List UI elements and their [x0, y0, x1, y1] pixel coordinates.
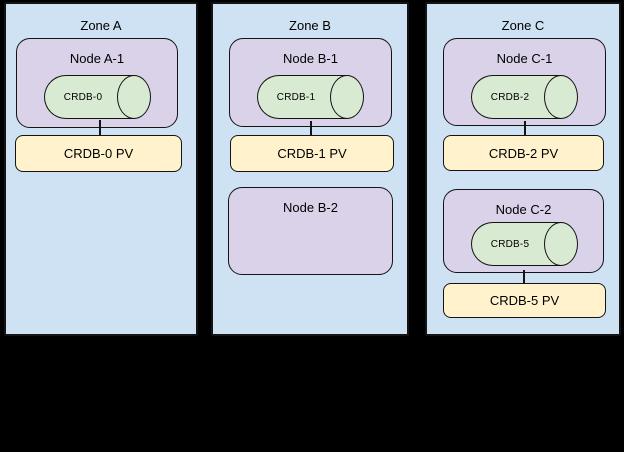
crdb-5-database-cylinder: CRDB-5 — [471, 221, 578, 266]
crdb-2-pv-label: CRDB-2 PV — [488, 145, 559, 161]
node-c-1-title: Node C-1 — [496, 51, 553, 66]
node-b-2: Node B-2 — [228, 187, 393, 275]
crdb-0-pv: CRDB-0 PV — [15, 135, 182, 172]
zone-a-title: Zone A — [80, 18, 122, 33]
crdb-5-label: CRDB-5 — [490, 238, 530, 250]
cylinder-cap-icon — [543, 221, 578, 266]
node-a-1-title: Node A-1 — [69, 51, 125, 66]
node-b-1: Node B-1 CRDB-1 — [229, 38, 392, 127]
cylinder-cap-icon — [116, 74, 151, 119]
node-c-2-title: Node C-2 — [495, 202, 552, 217]
crdb-0-pv-label: CRDB-0 PV — [63, 146, 134, 161]
crdb-2-pv: CRDB-2 PV — [443, 135, 604, 171]
node-c-2: Node C-2 CRDB-5 — [443, 189, 604, 273]
crdb-2-label: CRDB-2 — [490, 91, 530, 103]
cylinder-cap-icon — [329, 74, 364, 119]
node-c-1: Node C-1 CRDB-2 — [443, 38, 606, 126]
crdb-0-label: CRDB-0 — [63, 91, 103, 103]
node-b-2-title: Node B-2 — [283, 200, 338, 215]
crdb-1-label: CRDB-1 — [276, 91, 316, 103]
connector-node-c-1-to-pv — [524, 121, 526, 136]
crdb-2-database-cylinder: CRDB-2 — [471, 74, 578, 119]
cylinder-cap-icon — [543, 74, 578, 119]
connector-node-a-1-to-pv — [99, 120, 101, 136]
zone-a: Zone A Node A-1 CRDB-0 CRDB-0 PV — [4, 2, 198, 336]
connector-node-b-1-to-pv — [310, 121, 312, 136]
crdb-0-database-cylinder: CRDB-0 — [44, 74, 151, 119]
zone-b: Zone B Node B-1 CRDB-1 CRDB-1 PV Node B-… — [211, 2, 409, 336]
connector-node-c-2-to-pv — [523, 270, 525, 284]
crdb-5-pv: CRDB-5 PV — [443, 283, 606, 318]
zone-c-title: Zone C — [501, 18, 545, 33]
zone-b-title: Zone B — [289, 18, 331, 33]
node-a-1: Node A-1 CRDB-0 — [16, 38, 178, 128]
crdb-1-pv: CRDB-1 PV — [230, 135, 394, 172]
crdb-1-database-cylinder: CRDB-1 — [257, 74, 364, 119]
crdb-5-pv-label: CRDB-5 PV — [489, 293, 560, 308]
node-b-1-title: Node B-1 — [283, 51, 338, 66]
crdb-1-pv-label: CRDB-1 PV — [277, 146, 347, 161]
zone-c: Zone C Node C-1 CRDB-2 CRDB-2 PV Node C-… — [425, 2, 621, 336]
